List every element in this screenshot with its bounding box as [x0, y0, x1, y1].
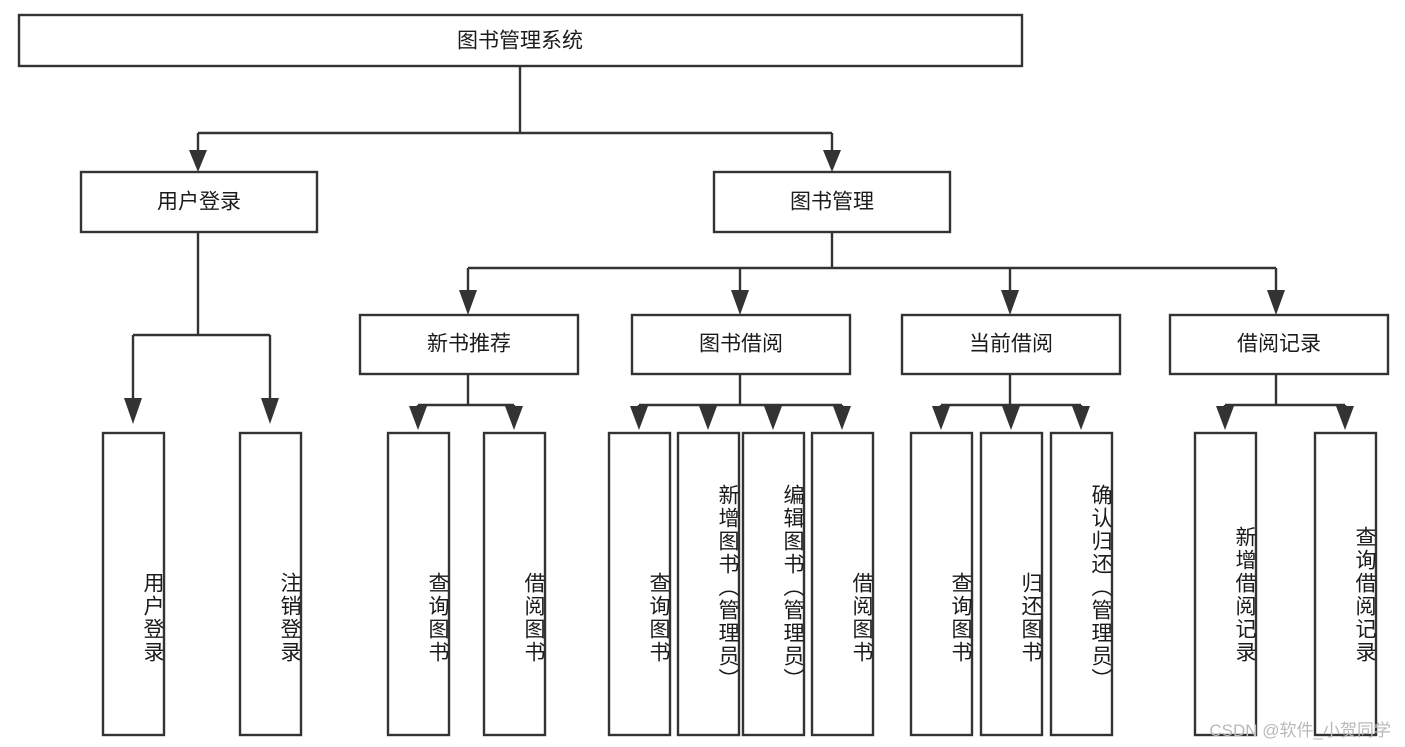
arrow-currentborrow-leaf-1 [932, 406, 950, 430]
leaf-box-book-borrow-2[interactable] [676, 431, 741, 737]
arrow-root-to-user-login [189, 150, 207, 172]
arrow-currentborrow-leaf-2 [1002, 406, 1020, 430]
leaf-box-book-borrow-4[interactable] [810, 431, 875, 737]
node-book-management[interactable]: 图书管理 [712, 170, 952, 234]
book-borrow-box[interactable] [630, 313, 852, 376]
arrow-bookmgmt-to-record [1267, 290, 1285, 315]
leaf-box-new-book-1[interactable] [386, 431, 451, 737]
arrow-newbook-leaf-1 [409, 406, 427, 430]
leaf-box-borrow-record-2[interactable] [1313, 431, 1378, 737]
node-borrow-record[interactable]: 借阅记录 [1168, 313, 1390, 376]
root-label: 图书管理系统 [457, 30, 583, 53]
leaf-box-current-borrow-3[interactable] [1049, 431, 1114, 737]
book-management-label: 图书管理 [790, 191, 874, 214]
borrow-record-box[interactable] [1168, 313, 1390, 376]
arrow-bookmgmt-to-borrow [731, 290, 749, 315]
leaf-box-user-login-1[interactable] [101, 431, 166, 737]
arrow-bookmgmt-to-new-book [459, 290, 477, 315]
leaf-box-book-borrow-1[interactable] [607, 431, 672, 737]
connector-layer [124, 66, 1354, 430]
node-book-borrow[interactable]: 图书借阅 [630, 313, 852, 376]
arrow-newbook-leaf-2 [505, 406, 523, 430]
arrow-bookborrow-leaf-3 [764, 406, 782, 430]
book-borrow-label: 图书借阅 [699, 333, 783, 356]
root-box[interactable] [17, 13, 1024, 68]
node-current-borrow[interactable]: 当前借阅 [900, 313, 1122, 376]
arrow-borrowrecord-leaf-2 [1336, 406, 1354, 430]
current-borrow-label: 当前借阅 [969, 333, 1053, 356]
node-new-book-recommend[interactable]: 新书推荐 [358, 313, 580, 376]
arrow-currentborrow-leaf-3 [1072, 406, 1090, 430]
borrow-record-label: 借阅记录 [1237, 333, 1321, 356]
leaf-box-user-login-2[interactable] [238, 431, 303, 737]
leaf-box-book-borrow-3[interactable] [741, 431, 806, 737]
user-login-label: 用户登录 [157, 191, 241, 214]
arrow-bookborrow-leaf-4 [833, 406, 851, 430]
arrow-bookborrow-leaf-2 [699, 406, 717, 430]
csdn-watermark: CSDN @软件_小贺同学 [1209, 721, 1391, 740]
leaf-box-layer [101, 431, 1378, 737]
arrow-borrowrecord-leaf-1 [1216, 406, 1234, 430]
book-management-box[interactable] [712, 170, 952, 234]
leaf-box-current-borrow-2[interactable] [979, 431, 1044, 737]
leaf-box-new-book-2[interactable] [482, 431, 547, 737]
leaf-box-borrow-record-1[interactable] [1193, 431, 1258, 737]
arrow-userlogin-leaf-2 [261, 398, 279, 424]
arrow-bookmgmt-to-current [1001, 290, 1019, 315]
arrow-bookborrow-leaf-1 [630, 406, 648, 430]
arrow-root-to-book-mgmt [823, 150, 841, 172]
node-user-login[interactable]: 用户登录 [79, 170, 319, 234]
node-root-book-management-system[interactable]: 图书管理系统 [17, 13, 1024, 68]
new-book-recommend-box[interactable] [358, 313, 580, 376]
user-login-box[interactable] [79, 170, 319, 234]
current-borrow-box[interactable] [900, 313, 1122, 376]
leaf-box-current-borrow-1[interactable] [909, 431, 974, 737]
new-book-recommend-label: 新书推荐 [427, 333, 511, 356]
arrow-userlogin-leaf-1 [124, 398, 142, 424]
